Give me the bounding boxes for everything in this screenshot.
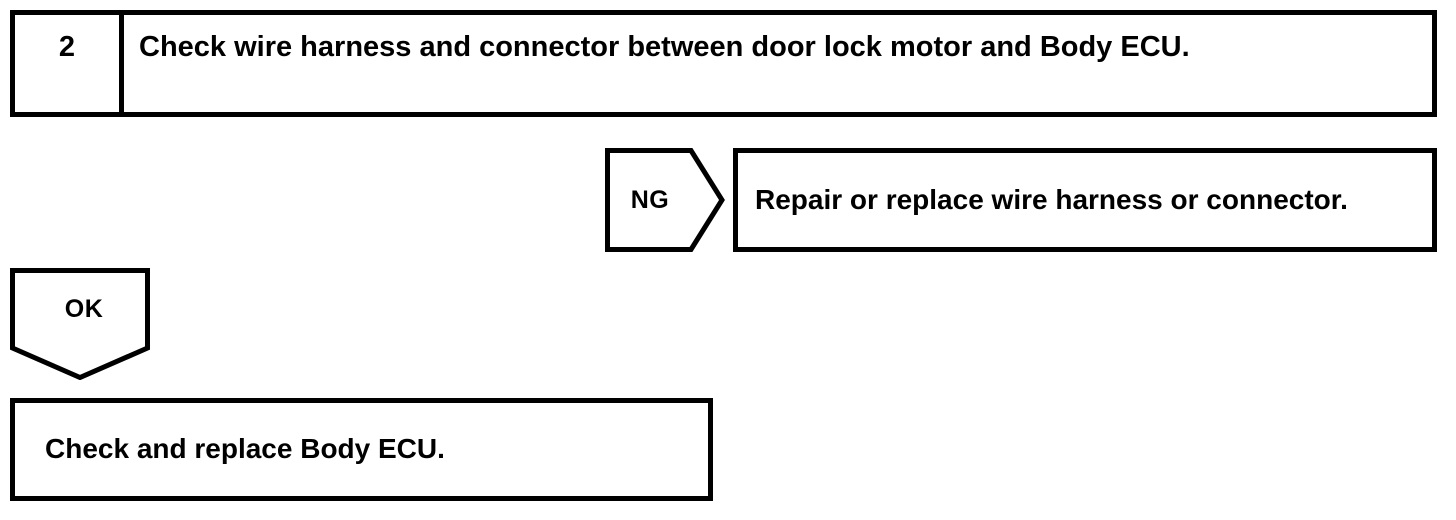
step-instruction-cell: Check wire harness and connector between… [124,15,1432,112]
step-instruction-text: Check wire harness and connector between… [139,31,1190,63]
ng-pentagon-shape [605,148,725,252]
step-row: 2 Check wire harness and connector betwe… [10,10,1437,117]
ok-result-box: Check and replace Body ECU. [10,398,713,501]
step-number: 2 [58,31,76,63]
ok-branch-label: OK [64,294,104,323]
ok-pentagon-shape [10,268,150,380]
ok-result-text: Check and replace Body ECU. [45,433,445,465]
ng-result-text: Repair or replace wire harness or connec… [755,183,1348,215]
step-number-cell: 2 [15,15,124,112]
ng-branch-tag: NG [605,148,725,252]
ng-result-box: Repair or replace wire harness or connec… [733,148,1437,252]
ok-branch-tag: OK [10,268,150,380]
ng-branch-label: NG [630,185,670,214]
